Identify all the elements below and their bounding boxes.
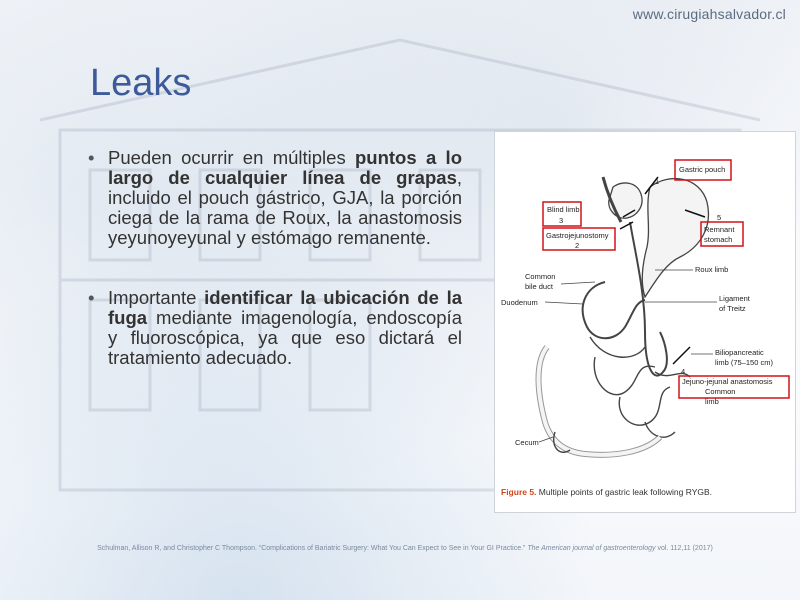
bullet-text: Pueden ocurrir en múltiples bbox=[108, 147, 355, 168]
cecum-label: Cecum bbox=[515, 438, 539, 447]
rygb-diagram: Gastric pouch 1 Blind limb 3 Gastrojejun… bbox=[501, 159, 790, 458]
citation-volume: vol. 112,11 (2017) bbox=[655, 545, 713, 552]
citation-text: Schulman, Allison R, and Christopher C T… bbox=[97, 545, 528, 552]
figure-caption-text: Multiple points of gastric leak followin… bbox=[536, 487, 713, 497]
leak-arrows bbox=[619, 176, 706, 365]
bullet-list: Pueden ocurrir en múltiples puntos a lo … bbox=[88, 148, 462, 368]
ligament-label: Ligament bbox=[719, 294, 751, 303]
roux-limb-shape bbox=[629, 221, 668, 377]
bp-limb-length-label: limb (75–150 cm) bbox=[715, 358, 773, 367]
leak-number-5: 5 bbox=[717, 213, 721, 222]
remnant-stomach-highlight bbox=[700, 221, 744, 247]
blind-limb-highlight bbox=[542, 201, 582, 227]
bullet-emphasis: identificar la ubicación de la fuga bbox=[108, 287, 462, 328]
common-limb-label-2: limb bbox=[705, 397, 719, 406]
duodenum-shape bbox=[581, 281, 646, 340]
bullet-text: Importante bbox=[108, 287, 205, 308]
anatomy-figure: Gastric pouch 1 Blind limb 3 Gastrojejun… bbox=[494, 131, 796, 513]
cecum-leader bbox=[538, 436, 554, 443]
bullet-item: Importante identificar la ubicación de l… bbox=[88, 288, 462, 368]
figure-number: Figure 5. bbox=[501, 487, 537, 497]
of-treitz-label: of Treitz bbox=[719, 304, 746, 313]
gastric-pouch-highlight bbox=[674, 159, 732, 181]
duodenum-leader bbox=[544, 301, 584, 305]
citation: Schulman, Allison R, and Christopher C T… bbox=[50, 544, 760, 553]
cecum-shape bbox=[553, 431, 571, 453]
bile-duct-label: bile duct bbox=[525, 282, 554, 291]
bullet-text: mediante imagenología, endoscopía y fluo… bbox=[108, 307, 462, 368]
leak-number-2: 2 bbox=[575, 241, 579, 250]
duodenum-label: Duodenum bbox=[501, 298, 538, 307]
bullet-item: Pueden ocurrir en múltiples puntos a lo … bbox=[88, 148, 462, 248]
citation-journal: The American journal of gastroenterology bbox=[527, 545, 656, 552]
gastrojejunostomy-highlight bbox=[542, 227, 616, 251]
colon-inner bbox=[536, 345, 662, 457]
figure-caption: Figure 5. Multiple points of gastric lea… bbox=[501, 487, 712, 497]
jj-anastomosis-highlight bbox=[678, 375, 790, 399]
leak-number-1: 1 bbox=[655, 177, 659, 186]
roux-limb-label: Roux limb bbox=[695, 265, 728, 274]
common-limb-label: Common bbox=[705, 387, 735, 396]
esophagus-shape bbox=[601, 176, 623, 223]
site-url: www.cirugiahsalvador.cl bbox=[632, 6, 786, 22]
bullet-text: , incluido el pouch gástrico, GJA, la po… bbox=[108, 167, 462, 248]
gastric-pouch-shape bbox=[608, 182, 643, 219]
blind-limb-label: Blind limb bbox=[547, 205, 580, 214]
small-bowel-loops bbox=[589, 336, 691, 438]
slide-title: Leaks bbox=[90, 62, 192, 104]
stomach-label: stomach bbox=[704, 235, 732, 244]
leak-number-3: 3 bbox=[559, 216, 563, 225]
gastrojejunostomy-label: Gastrojejunostomy bbox=[546, 231, 609, 240]
leak-number-4: 4 bbox=[681, 367, 685, 376]
colon-shape bbox=[535, 345, 663, 458]
jj-anastomosis-label: Jejuno-jejunal anastomosis bbox=[682, 377, 773, 386]
remnant-label: Remnant bbox=[704, 225, 735, 234]
bullet-emphasis: puntos a lo largo de cualquier línea de … bbox=[108, 147, 462, 188]
biliopancreatic-label: Biliopancreatic bbox=[715, 348, 764, 357]
remnant-stomach-shape bbox=[641, 177, 709, 299]
bile-duct-leader bbox=[560, 281, 596, 285]
common-bile-duct-label: Common bbox=[525, 272, 555, 281]
gastric-pouch-label: Gastric pouch bbox=[679, 165, 725, 174]
